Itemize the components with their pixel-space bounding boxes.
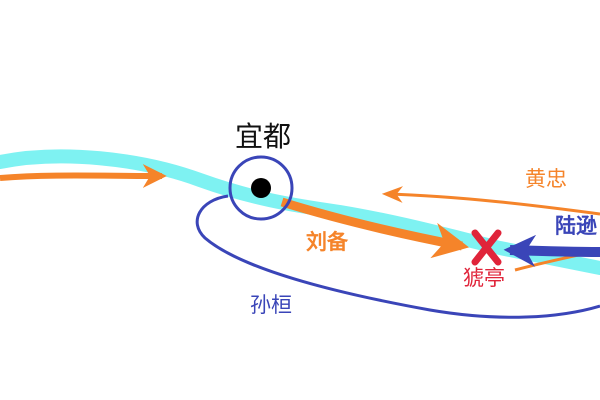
city-icon xyxy=(228,155,294,221)
shu-advance-arrow xyxy=(0,163,167,188)
liu-bei-arrow xyxy=(280,197,470,259)
liu-bei-label: 刘备 xyxy=(306,230,349,254)
sun-huan-route xyxy=(195,194,600,319)
battle-cross-icon xyxy=(471,229,502,266)
lu-xun-label: 陆逊 xyxy=(555,214,597,238)
lu-xun-arrow xyxy=(503,234,600,267)
sun-huan-label: 孙桓 xyxy=(250,293,292,317)
yidu-label: 宜都 xyxy=(235,120,291,153)
huang-zhong-arrow xyxy=(381,186,600,216)
huang-zhong-label: 黄忠 xyxy=(525,167,567,191)
xiaoting-label: 猇亭 xyxy=(463,266,505,290)
